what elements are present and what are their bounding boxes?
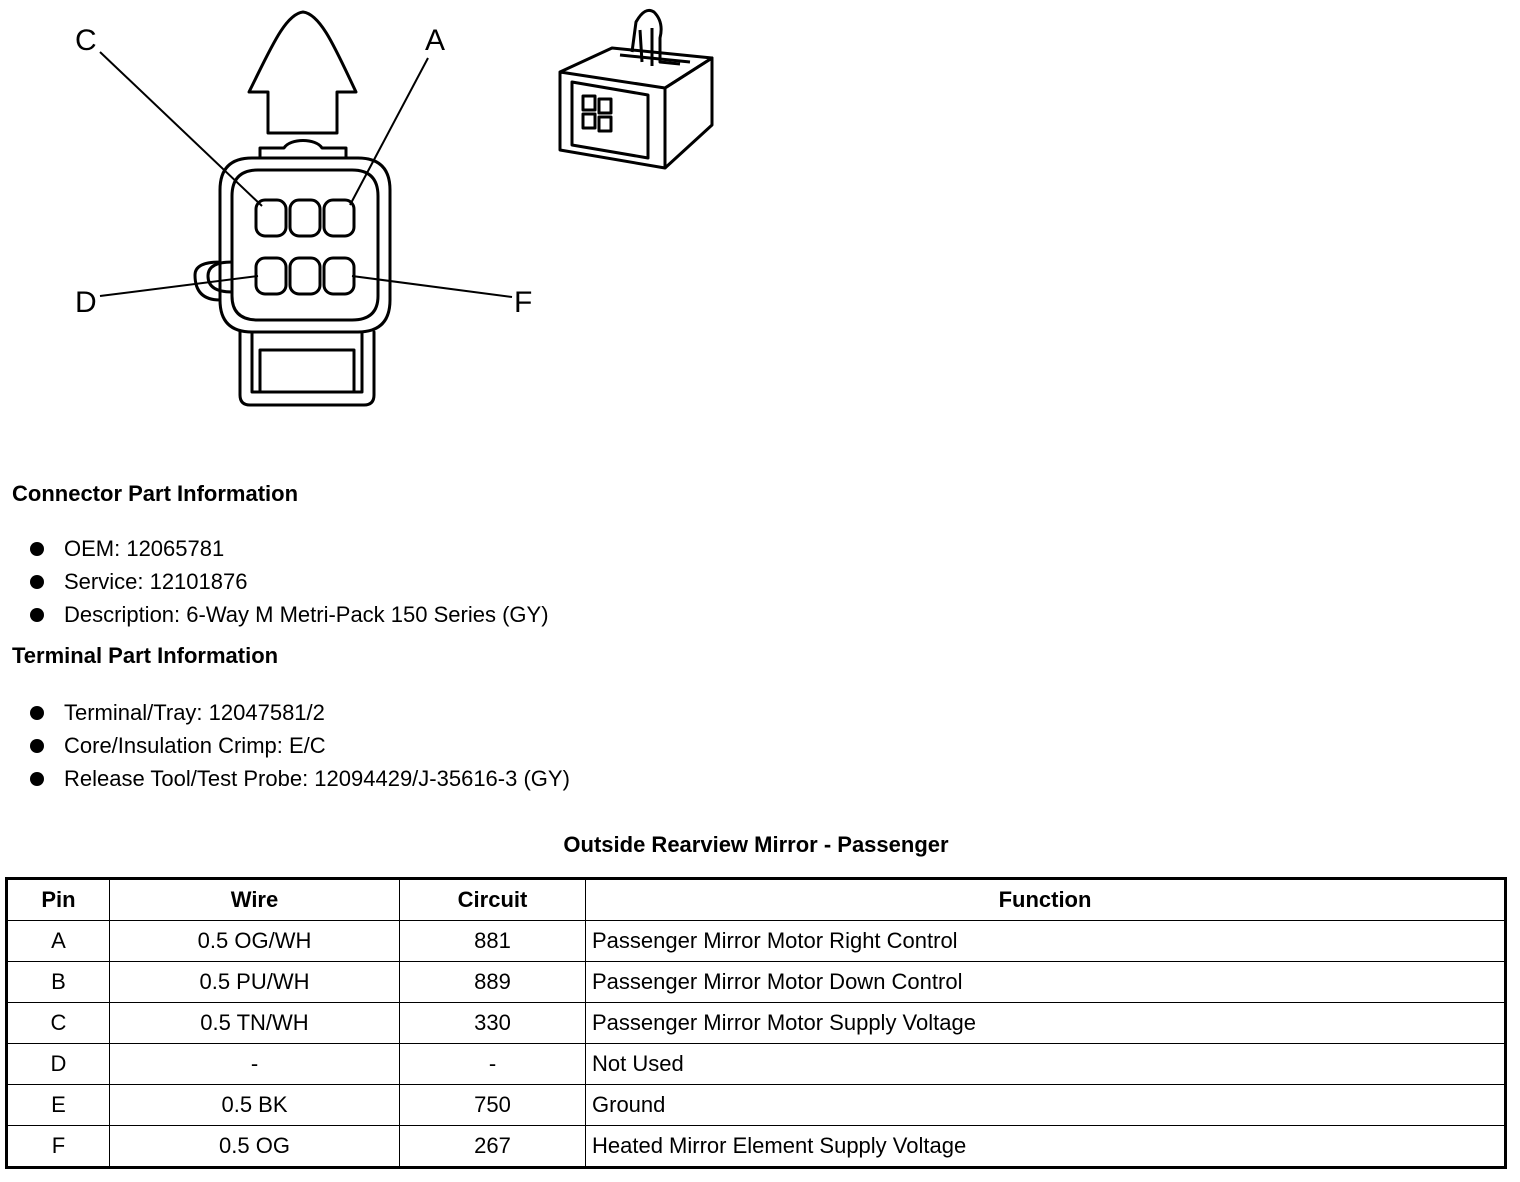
side-key <box>206 260 234 294</box>
connector-housing-inner <box>230 168 380 322</box>
cell-circuit: 750 <box>399 1084 586 1126</box>
pin-label-d: D <box>75 286 97 319</box>
cavity-e <box>288 256 322 296</box>
cavity-f <box>322 256 356 296</box>
list-item: Terminal/Tray: 12047581/2 <box>28 696 570 729</box>
header-pin: Pin <box>6 878 110 921</box>
cell-function: Heated Mirror Element Supply Voltage <box>585 1125 1506 1168</box>
connector-info-title: Connector Part Information <box>12 481 299 506</box>
cell-wire: 0.5 BK <box>109 1084 400 1126</box>
cell-function: Not Used <box>585 1043 1506 1085</box>
list-item: Service: 12101876 <box>28 565 549 598</box>
cell-wire: 0.5 OG/WH <box>109 920 400 962</box>
connector-diagram: C A D F <box>75 8 714 407</box>
list-item: OEM: 12065781 <box>28 532 549 565</box>
table-row: E 0.5 BK 750 Ground <box>6 1084 1506 1126</box>
list-item: Release Tool/Test Probe: 12094429/J-3561… <box>28 762 570 795</box>
cell-function: Ground <box>585 1084 1506 1126</box>
bullet-icon <box>30 607 44 622</box>
leader-line-c <box>99 51 263 207</box>
list-item: Description: 6-Way M Metri-Pack 150 Seri… <box>28 598 549 631</box>
terminal-info-list: Terminal/Tray: 12047581/2 Core/Insulatio… <box>28 696 570 795</box>
cell-circuit: 881 <box>399 920 586 962</box>
cell-function: Passenger Mirror Motor Right Control <box>585 920 1506 962</box>
table-row: D - - Not Used <box>6 1043 1506 1085</box>
header-function: Function <box>585 878 1506 921</box>
locking-tab-arrow <box>247 10 358 135</box>
cell-wire: - <box>109 1043 400 1085</box>
table-row: F 0.5 OG 267 Heated Mirror Element Suppl… <box>6 1125 1506 1168</box>
pin-table: Pin Wire Circuit Function A 0.5 OG/WH 88… <box>5 877 1507 1169</box>
list-item: Core/Insulation Crimp: E/C <box>28 729 570 762</box>
table-title: Outside Rearview Mirror - Passenger <box>563 832 949 857</box>
header-circuit: Circuit <box>399 878 586 921</box>
bullet-icon <box>30 771 44 786</box>
connector-iso-view <box>558 8 714 170</box>
cell-pin: A <box>6 920 110 962</box>
cavity-d <box>254 256 288 296</box>
bottom-latch <box>238 330 376 407</box>
pin-label-a: A <box>425 24 445 57</box>
table-row: C 0.5 TN/WH 330 Passenger Mirror Motor S… <box>6 1002 1506 1044</box>
cell-wire: 0.5 PU/WH <box>109 961 400 1003</box>
cell-circuit: 330 <box>399 1002 586 1044</box>
cavity-c <box>254 198 288 238</box>
bullet-icon <box>30 738 44 753</box>
leader-line-f <box>351 275 513 298</box>
cell-pin: C <box>6 1002 110 1044</box>
cell-pin: D <box>6 1043 110 1085</box>
tab-neck <box>258 139 348 160</box>
cell-function: Passenger Mirror Motor Supply Voltage <box>585 1002 1506 1044</box>
bullet-icon <box>30 705 44 720</box>
cell-wire: 0.5 OG <box>109 1125 400 1168</box>
table-row: B 0.5 PU/WH 889 Passenger Mirror Motor D… <box>6 961 1506 1003</box>
cell-wire: 0.5 TN/WH <box>109 1002 400 1044</box>
bullet-icon <box>30 541 44 556</box>
cavity-a <box>322 198 356 238</box>
connector-info-list: OEM: 12065781 Service: 12101876 Descript… <box>28 532 549 631</box>
cell-function: Passenger Mirror Motor Down Control <box>585 961 1506 1003</box>
cell-pin: E <box>6 1084 110 1126</box>
table-header-row: Pin Wire Circuit Function <box>6 878 1506 921</box>
pin-label-c: C <box>75 24 97 57</box>
cell-circuit: 267 <box>399 1125 586 1168</box>
leader-line-d <box>99 275 259 297</box>
leader-line-a <box>349 57 429 206</box>
bullet-icon <box>30 574 44 589</box>
cell-circuit: - <box>399 1043 586 1085</box>
pin-label-f: F <box>514 286 532 319</box>
table-row: A 0.5 OG/WH 881 Passenger Mirror Motor R… <box>6 920 1506 962</box>
cavity-b <box>288 198 322 238</box>
terminal-info-title: Terminal Part Information <box>12 643 279 668</box>
cell-circuit: 889 <box>399 961 586 1003</box>
cell-pin: F <box>6 1125 110 1168</box>
cell-pin: B <box>6 961 110 1003</box>
header-wire: Wire <box>109 878 400 921</box>
